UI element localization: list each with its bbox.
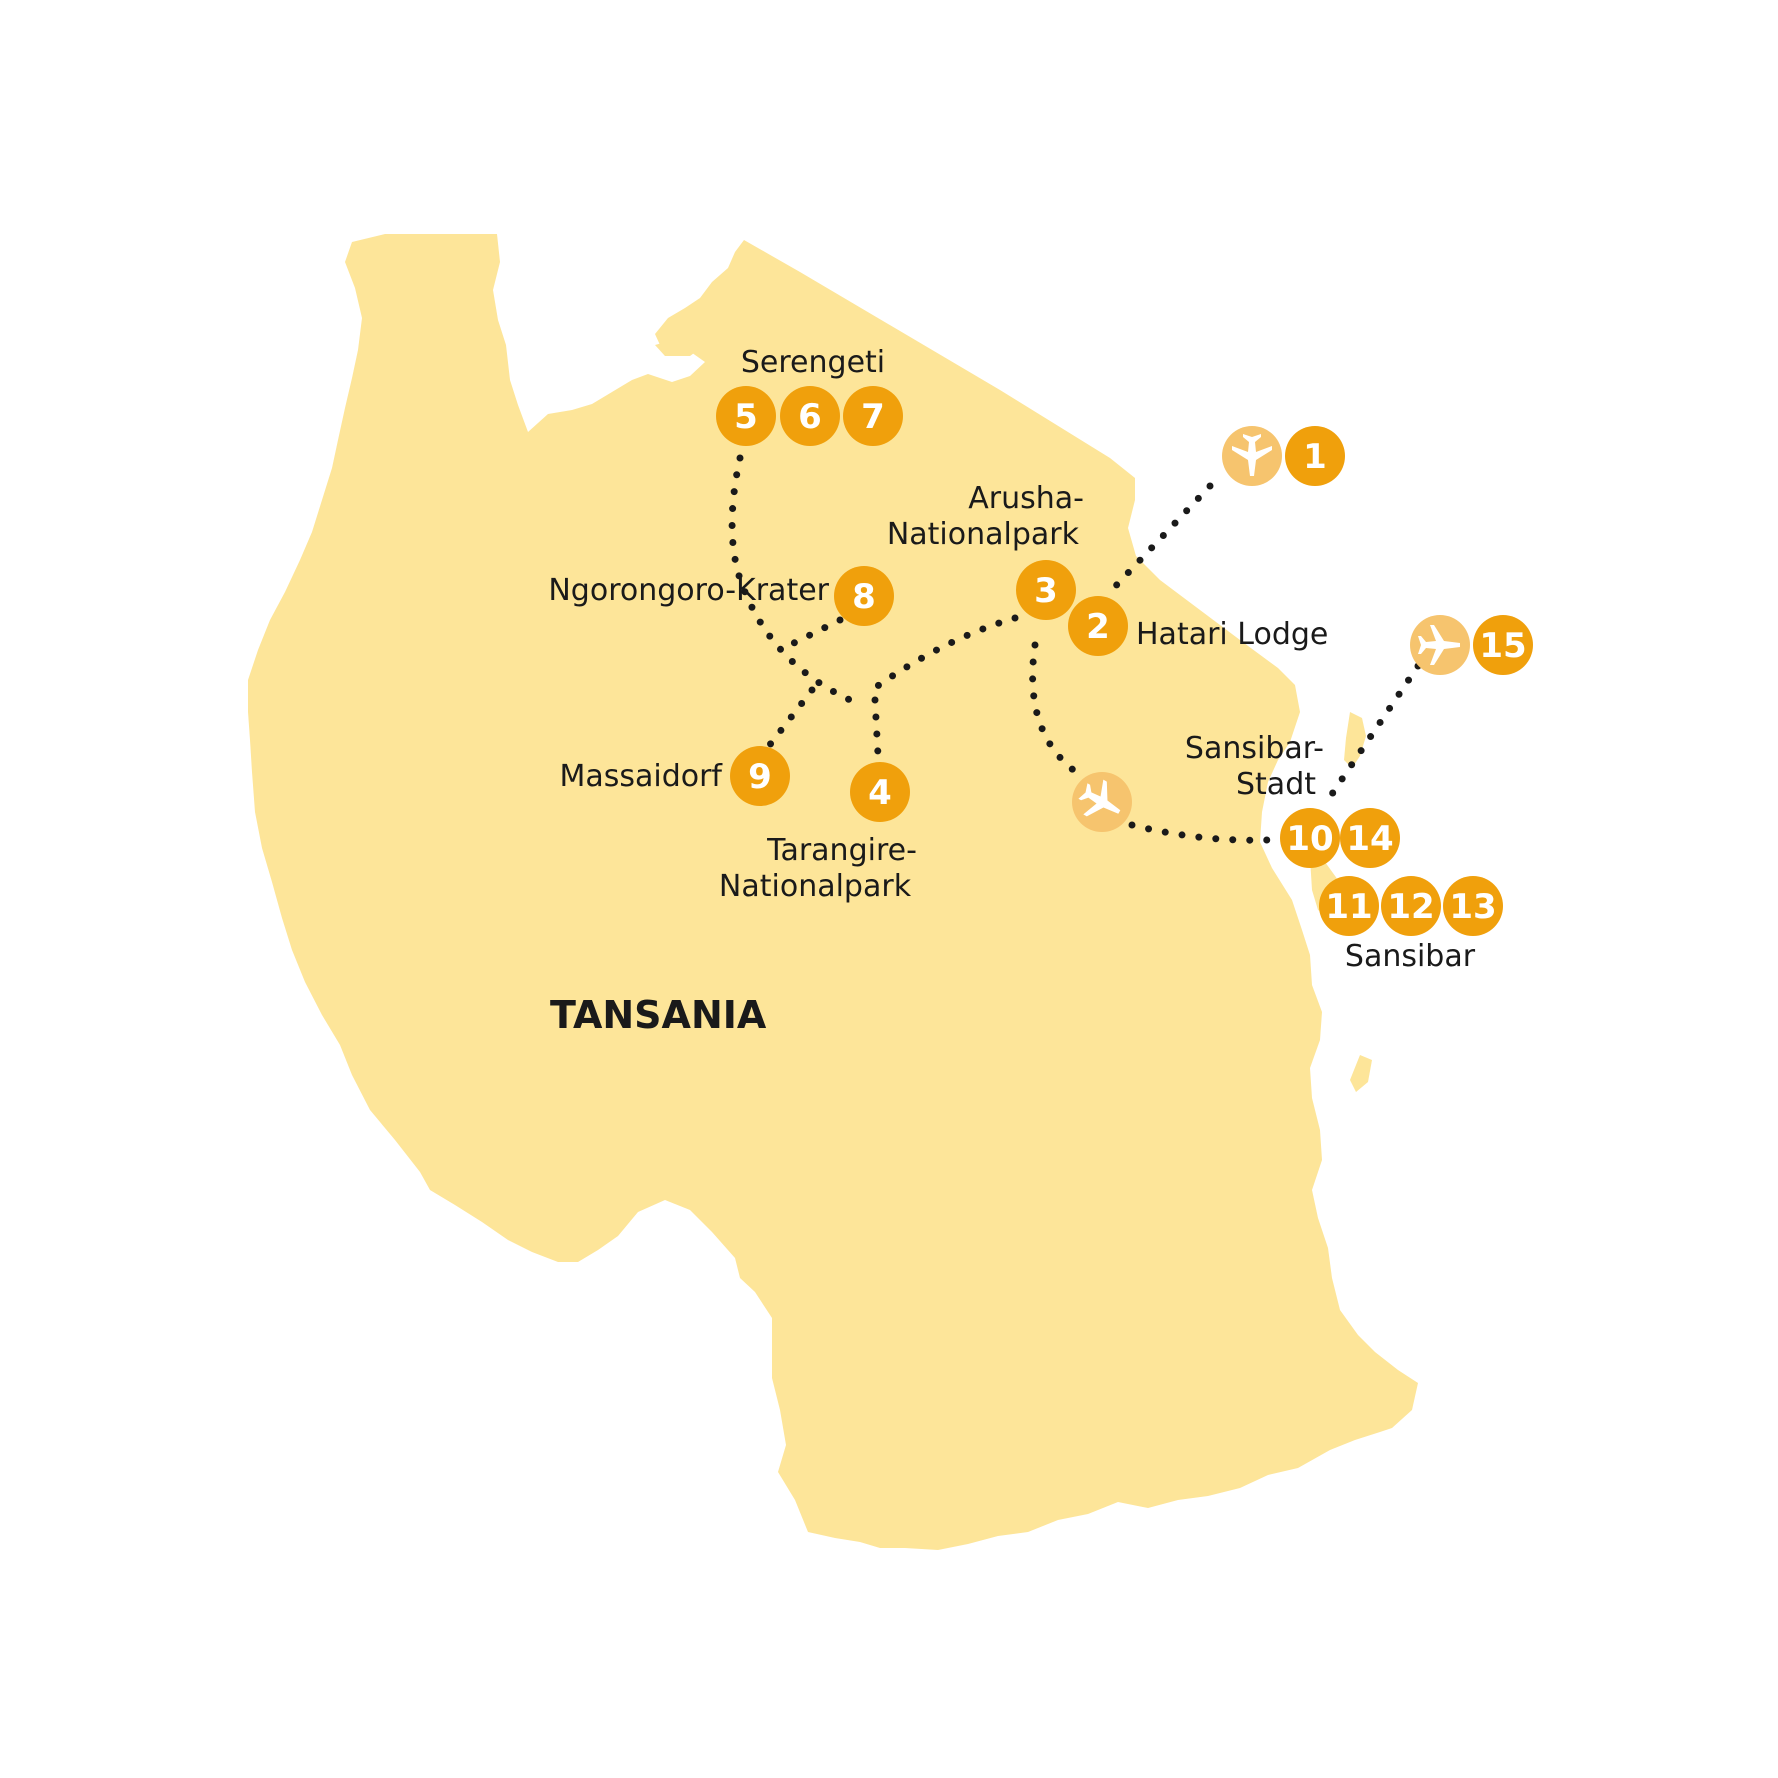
label-sansibar: Sansibar: [1345, 939, 1476, 974]
svg-text:7: 7: [861, 397, 885, 437]
stop-marker-3: 3: [1016, 560, 1076, 620]
airplane-icon: [1078, 779, 1121, 817]
svg-text:5: 5: [734, 397, 758, 437]
stop-marker-14: 14: [1340, 808, 1400, 868]
route-line: [728, 454, 854, 704]
stop-marker-11: 11: [1319, 876, 1379, 936]
route-line: [758, 686, 816, 759]
label-hatari-lodge: Hatari Lodge: [1136, 617, 1328, 652]
label-tarangire-line1: Tarangire-: [766, 833, 917, 868]
airport-marker: [1410, 615, 1470, 675]
stop-marker-6: 6: [780, 386, 840, 446]
svg-text:6: 6: [798, 397, 822, 437]
route-line: [1029, 641, 1084, 779]
label-tarangire-line2: Nationalpark: [719, 869, 912, 904]
svg-text:10: 10: [1286, 819, 1333, 859]
svg-text:2: 2: [1086, 607, 1110, 647]
label-ngorongoro: Ngorongoro-Krater: [548, 573, 829, 608]
stop-marker-7: 7: [843, 386, 903, 446]
svg-text:13: 13: [1449, 887, 1496, 927]
stop-marker-15: 15: [1473, 615, 1533, 675]
label-serengeti: Serengeti: [741, 345, 885, 380]
stop-marker-10: 10: [1280, 808, 1340, 868]
route-line: [1106, 482, 1214, 596]
svg-text:14: 14: [1346, 819, 1393, 859]
svg-text:12: 12: [1387, 887, 1434, 927]
label-arusha-line2: Nationalpark: [887, 517, 1080, 552]
airport-marker: [1072, 772, 1132, 832]
stop-marker-5: 5: [716, 386, 776, 446]
pemba-island: [1344, 712, 1366, 768]
svg-text:8: 8: [852, 577, 876, 617]
stop-marker-13: 13: [1443, 876, 1503, 936]
stop-marker-4: 4: [850, 762, 910, 822]
label-arusha-line1: Arusha-: [968, 481, 1084, 516]
airplane-icon: [1418, 625, 1460, 665]
svg-text:9: 9: [748, 757, 772, 797]
mafia-island: [1350, 1055, 1372, 1092]
svg-text:11: 11: [1325, 887, 1372, 927]
route-line: [1324, 662, 1422, 804]
stop-marker-1: 1: [1285, 426, 1345, 486]
svg-text:3: 3: [1034, 571, 1058, 611]
stop-marker-12: 12: [1381, 876, 1441, 936]
route-line: [861, 614, 1019, 699]
stop-marker-2: 2: [1068, 596, 1128, 656]
airport-marker: [1222, 426, 1282, 486]
stop-marker-9: 9: [730, 746, 790, 806]
label-massaidorf: Massaidorf: [559, 759, 723, 794]
svg-text:1: 1: [1303, 437, 1327, 477]
label-sansibar-stadt-line2: Stadt: [1236, 767, 1316, 802]
svg-text:4: 4: [868, 773, 892, 813]
island-shape: [655, 338, 705, 356]
mainland-shape: [248, 234, 1418, 1550]
stop-marker-8: 8: [834, 566, 894, 626]
route-line: [1128, 821, 1272, 844]
airplane-icon: [1232, 434, 1272, 476]
svg-text:15: 15: [1479, 626, 1526, 666]
country-label: TANSANIA: [550, 993, 767, 1037]
label-sansibar-stadt-line1: Sansibar-: [1185, 731, 1324, 766]
